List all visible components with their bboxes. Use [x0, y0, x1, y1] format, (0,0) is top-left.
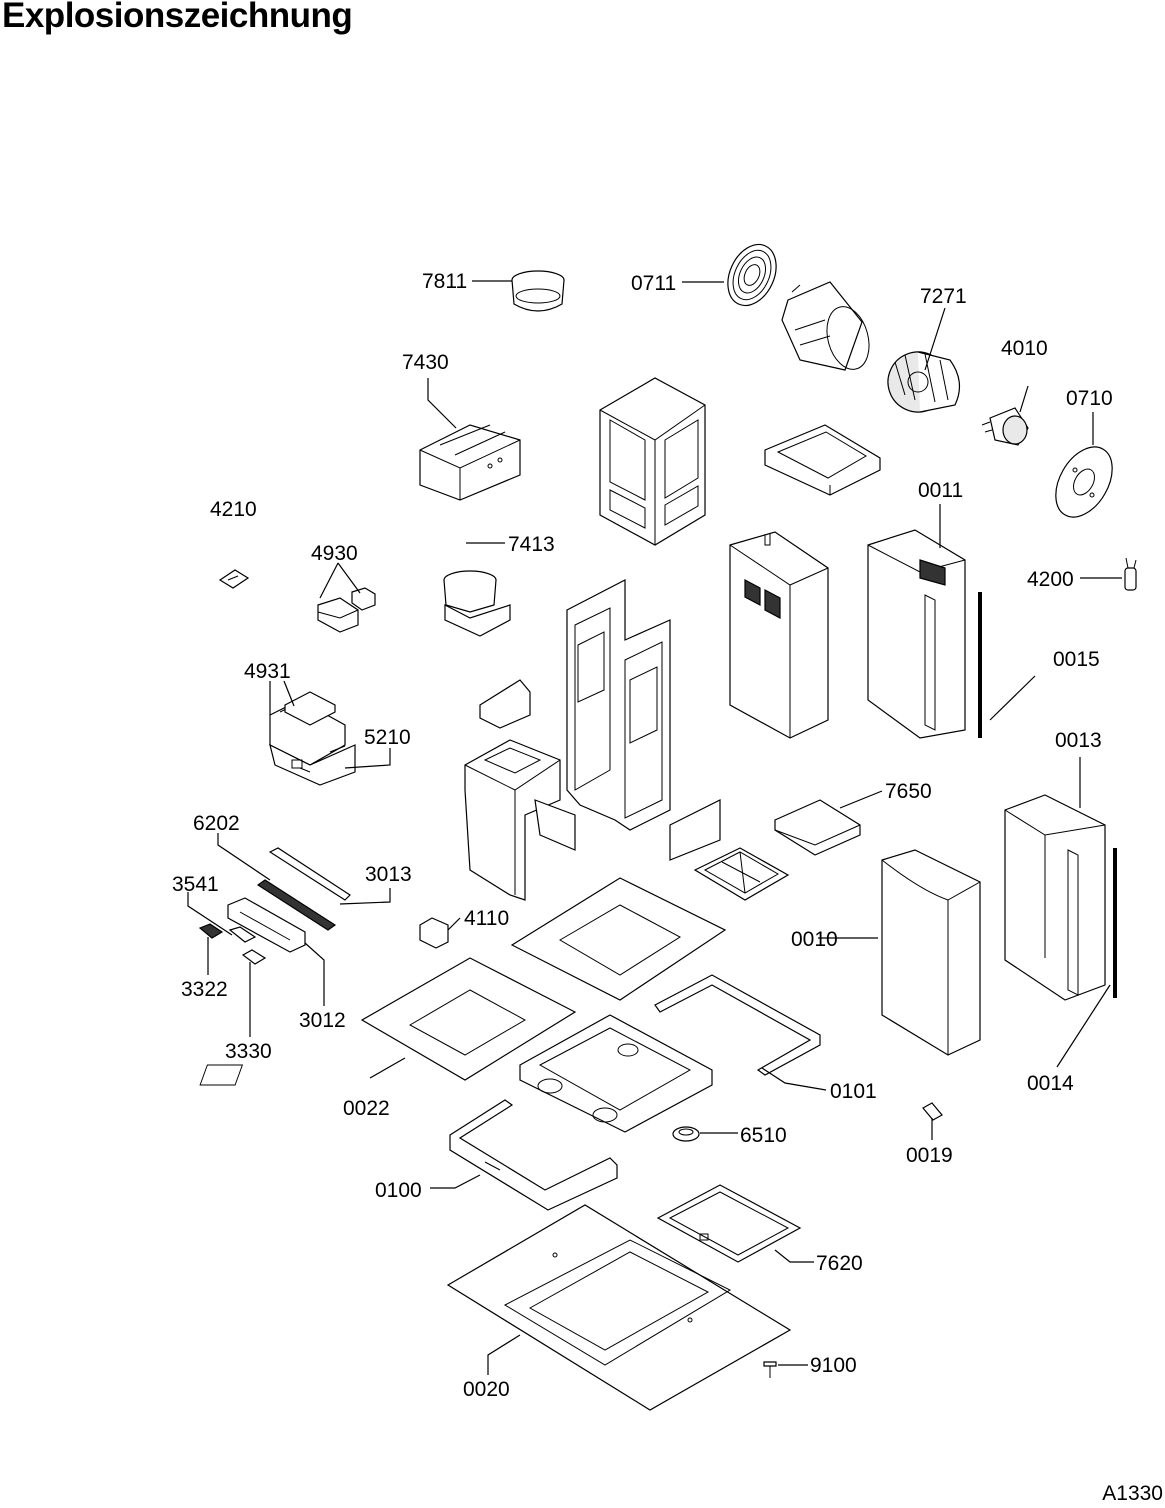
part-0101-frame	[654, 974, 821, 1076]
leader-lines	[187, 280, 1122, 1375]
part-label-7811: 7811	[422, 270, 467, 293]
part-label-0022: 0022	[343, 1097, 390, 1120]
part-label-4010: 4010	[1001, 337, 1048, 360]
part-0711-grille	[727, 243, 777, 307]
part-6202-led-strip	[256, 847, 351, 931]
part-label-4200: 4200	[1027, 568, 1074, 591]
part-4110-lamp-holder	[419, 917, 449, 949]
part-4930-module	[317, 587, 376, 633]
part-label-0101: 0101	[830, 1080, 877, 1103]
part-label-0011: 0011	[918, 479, 963, 502]
part-label-7430: 7430	[402, 351, 449, 374]
part-7811-ring	[511, 270, 565, 312]
part-label-0711: 0711	[631, 272, 676, 295]
part-label-5210: 5210	[364, 726, 411, 749]
part-3330-switch	[241, 949, 267, 965]
part-4200-capacitor	[1124, 557, 1137, 591]
part-7650-filter	[774, 799, 861, 856]
part-top-frame	[764, 424, 881, 496]
part-label-4931: 4931	[244, 660, 291, 683]
part-upper-glass-panel	[510, 877, 727, 1001]
part-label-7413: 7413	[508, 533, 555, 556]
part-label-4110: 4110	[464, 907, 509, 930]
part-4210-clip	[218, 569, 250, 589]
part-label-6510: 6510	[740, 1124, 787, 1147]
part-0020-base-plate	[446, 1204, 792, 1411]
part-label-3322: 3322	[181, 978, 228, 1001]
part-3322-switch	[198, 923, 224, 939]
part-label-0710: 0710	[1066, 387, 1113, 410]
part-0010-chimney-half	[881, 849, 981, 1056]
part-label-3012: 3012	[299, 1009, 346, 1032]
part-label-0013: 0013	[1055, 729, 1102, 752]
part-label-9100: 9100	[810, 1354, 857, 1377]
part-4931-board	[269, 691, 346, 766]
part-0013-chimney-half	[1004, 794, 1106, 1001]
part-label-4930: 4930	[311, 542, 358, 565]
part-duct-box	[464, 679, 576, 901]
part-label-4210: 4210	[210, 498, 257, 521]
page-title: Explosionszeichnung	[2, 0, 353, 35]
part-label-7271: 7271	[920, 285, 967, 308]
part-label-0010: 0010	[791, 928, 838, 951]
part-blower-housing	[781, 281, 870, 371]
part-0710-plate	[1055, 446, 1113, 518]
part-label-3541: 3541	[172, 873, 219, 896]
part-label-0015: 0015	[1053, 648, 1100, 671]
part-0022-glass-panel	[360, 957, 577, 1081]
part-tower-frame	[599, 377, 706, 546]
part-small-panel	[669, 799, 721, 861]
part-labels: 7811 0711 7271 4010 0710 7430 4210 4930 …	[172, 270, 1113, 1401]
part-label-6202: 6202	[193, 812, 240, 835]
part-grease-filter	[693, 847, 790, 901]
part-7430-box	[419, 424, 521, 501]
part-7413-adapter	[443, 570, 511, 637]
part-3541-button	[228, 926, 257, 943]
part-7620-filter-panel	[656, 1184, 802, 1263]
part-0011-chimney-half	[867, 529, 966, 739]
part-5210-board	[269, 743, 356, 786]
part-9100-screw	[763, 1361, 777, 1378]
part-0019-label	[922, 1102, 943, 1121]
part-label-3013: 3013	[365, 863, 412, 886]
part-7271-fan-wheel	[887, 351, 961, 413]
part-label-7620: 7620	[816, 1252, 863, 1275]
part-6510-grommet	[672, 1126, 700, 1142]
part-label-0020: 0020	[463, 1378, 510, 1401]
document-id: A1330	[1102, 1482, 1163, 1505]
part-label-7650: 7650	[885, 780, 932, 803]
part-label-0014: 0014	[1027, 1072, 1074, 1095]
part-4010-motor	[981, 407, 1029, 446]
part-label-0100: 0100	[375, 1179, 422, 1202]
part-base-chassis	[199, 1014, 713, 1133]
part-center-panel	[566, 579, 671, 831]
part-label-3330: 3330	[225, 1040, 272, 1063]
part-0100-frame	[449, 1099, 618, 1211]
part-label-0019: 0019	[906, 1144, 953, 1167]
part-3012-control-panel	[227, 897, 306, 953]
part-chimney-upper-left	[729, 531, 829, 739]
